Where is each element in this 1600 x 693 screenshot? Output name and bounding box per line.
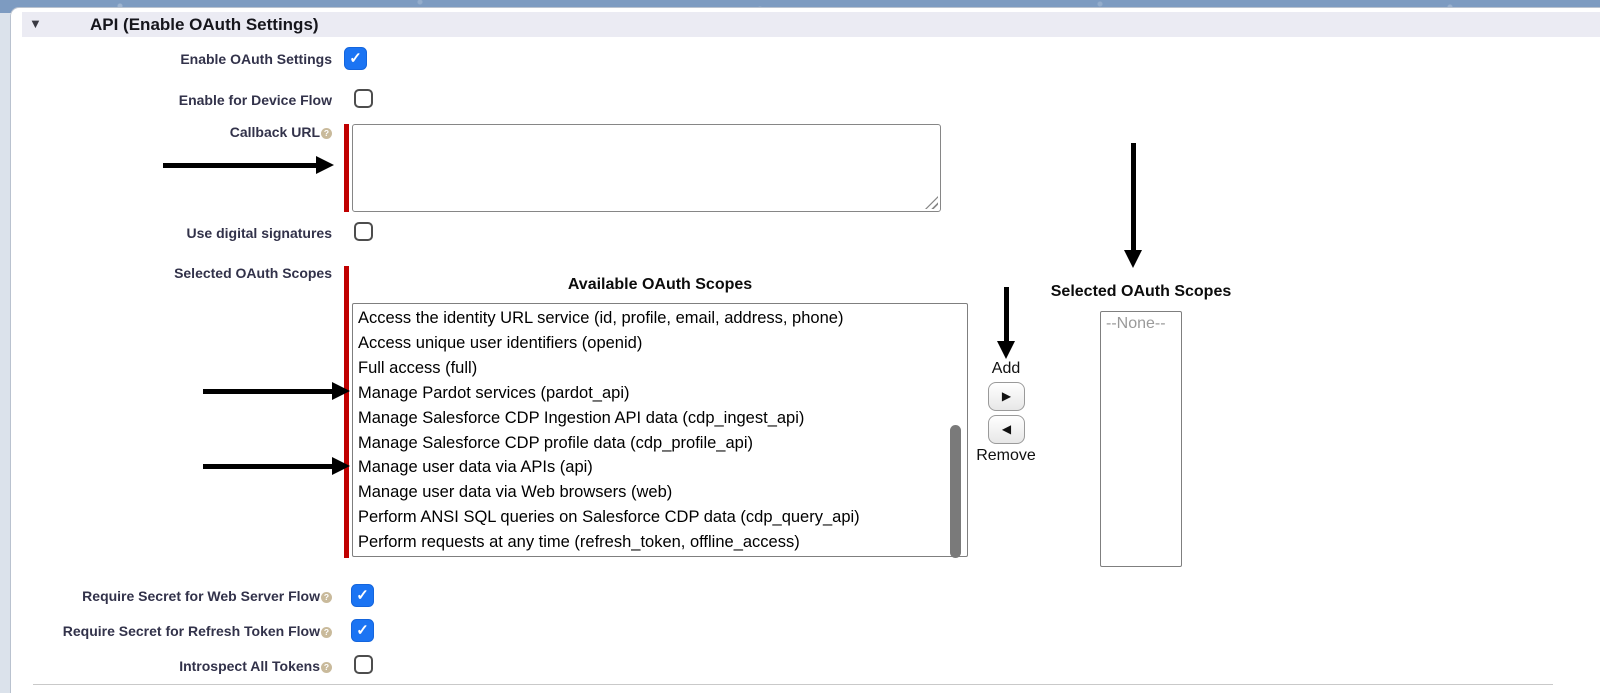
annotation-arrow-add-head [997, 341, 1015, 359]
require-secret-web-checkbox[interactable]: ✓ [351, 584, 374, 607]
scope-option[interactable]: Access unique user identifiers (openid) [358, 333, 643, 352]
add-button[interactable]: ▶ [988, 382, 1025, 411]
annotation-arrow-api-head [332, 457, 350, 475]
annotation-arrow-api-line [203, 464, 335, 469]
remove-button[interactable]: ◀ [988, 415, 1025, 444]
introspect-tokens-label-text: Introspect All Tokens [179, 658, 320, 674]
remove-label: Remove [976, 447, 1036, 464]
introspect-tokens-label: Introspect All Tokens? [0, 656, 332, 676]
callback-url-textarea[interactable] [352, 124, 941, 212]
section-title: API (Enable OAuth Settings) [90, 15, 319, 34]
callback-url-label-text: Callback URL [229, 124, 320, 140]
device-flow-checkbox[interactable] [354, 89, 373, 108]
section-divider [33, 684, 1553, 685]
callback-url-label: Callback URL? [0, 122, 332, 142]
annotation-arrow-pardot-line [203, 389, 335, 394]
annotation-arrow-pardot-head [332, 382, 350, 400]
scrollbar-thumb[interactable] [950, 425, 961, 558]
annotation-arrow-callback-line [163, 163, 319, 168]
add-label: Add [991, 360, 1021, 377]
annotation-arrow-add-line [1004, 287, 1009, 341]
scope-option[interactable]: Manage user data via Web browsers (web) [358, 483, 673, 502]
annotation-arrow-selected-head [1124, 250, 1142, 268]
annotation-arrow-callback-head [316, 156, 334, 174]
scope-option[interactable]: Manage Salesforce CDP profile data (cdp_… [358, 433, 754, 452]
scope-option[interactable]: Perform requests at any time (refresh_to… [358, 533, 800, 552]
none-option: --None-- [1106, 315, 1166, 332]
scope-option[interactable]: Manage Pardot services (pardot_api) [358, 383, 630, 402]
selected-scopes-header: Selected OAuth Scopes [1050, 283, 1232, 300]
callback-url-help-icon[interactable]: ? [321, 128, 332, 139]
require-secret-refresh-help-icon[interactable]: ? [321, 627, 332, 638]
introspect-tokens-checkbox[interactable] [354, 655, 373, 674]
device-flow-label: Enable for Device Flow [178, 92, 332, 108]
callback-url-required-bar [344, 124, 349, 212]
selected-scopes-listbox[interactable]: --None-- [1100, 311, 1182, 567]
enable-oauth-label: Enable OAuth Settings [180, 51, 332, 67]
require-secret-web-help-icon[interactable]: ? [321, 592, 332, 603]
section-header-bar [22, 12, 1600, 37]
enable-oauth-checkbox[interactable]: ✓ [344, 47, 367, 70]
scope-option[interactable]: Access the identity URL service (id, pro… [358, 309, 844, 327]
available-scopes-header: Available OAuth Scopes [567, 276, 753, 293]
digital-signatures-checkbox[interactable] [354, 222, 373, 241]
collapse-triangle-icon[interactable]: ▼ [29, 16, 42, 31]
annotation-arrow-selected-line [1131, 143, 1136, 252]
require-secret-refresh-label: Require Secret for Refresh Token Flow? [0, 621, 332, 641]
digital-signatures-label: Use digital signatures [186, 225, 332, 241]
selected-scopes-field-label: Selected OAuth Scopes [174, 265, 332, 281]
require-secret-refresh-label-text: Require Secret for Refresh Token Flow [62, 623, 320, 639]
scope-option[interactable]: Full access (full) [358, 358, 478, 377]
background-left-edge [0, 13, 10, 693]
require-secret-refresh-checkbox[interactable]: ✓ [351, 619, 374, 642]
scope-option[interactable]: Perform ANSI SQL queries on Salesforce C… [358, 508, 860, 527]
scopes-required-bar [344, 266, 349, 558]
available-scopes-listbox[interactable]: Access the identity URL service (id, pro… [352, 303, 968, 557]
scope-option[interactable]: Manage Salesforce CDP Ingestion API data… [358, 408, 805, 427]
scope-option[interactable]: Manage user data via APIs (api) [358, 458, 593, 477]
require-secret-web-label-text: Require Secret for Web Server Flow [82, 588, 320, 604]
introspect-tokens-help-icon[interactable]: ? [321, 662, 332, 673]
require-secret-web-label: Require Secret for Web Server Flow? [0, 586, 332, 606]
